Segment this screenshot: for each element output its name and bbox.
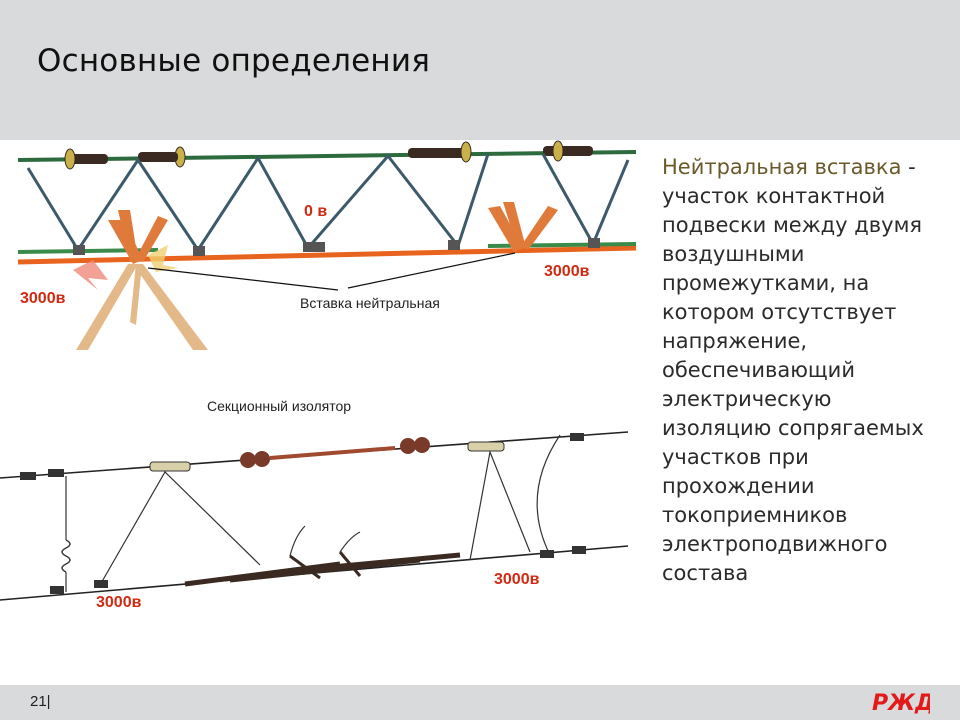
label-bottom-left-voltage: 3000в [96, 594, 142, 611]
definition-body: - участок контактной подвески между двум… [662, 155, 924, 585]
droppers [26, 153, 490, 253]
label-zero-volt: 0 в [304, 203, 327, 220]
slide-title: Основные определения [37, 43, 431, 79]
pantograph-left [73, 210, 208, 350]
neutral-insert-diagram: 0 в 3000в 3000в Вставка нейтральная [18, 140, 637, 350]
insulator-runners [184, 525, 461, 587]
pantograph-right [488, 202, 558, 252]
page-number: 21| [30, 693, 51, 710]
caption-section-insulator: Секционный изолятор [207, 398, 351, 414]
upper-insulators [20, 433, 584, 480]
contact-wire [18, 245, 637, 265]
slide-header: Основные определения [0, 0, 960, 140]
label-bottom-right-voltage: 3000в [494, 571, 540, 588]
definition-text: Нейтральная вставка - участок контактной… [662, 153, 947, 588]
rzd-logo-icon: РЖД [872, 691, 930, 716]
svg-text:РЖД: РЖД [872, 691, 930, 716]
label-left-voltage: 3000в [20, 290, 66, 307]
messenger-wire [18, 150, 637, 162]
messenger-insulators [64, 140, 593, 170]
definition-term: Нейтральная вставка [662, 155, 902, 179]
slide-footer: 21| РЖД [0, 685, 960, 720]
caption-neutral-insert: Вставка нейтральная [300, 295, 440, 311]
section-insulator-diagram: Секционный изолятор 3000в 3000в [0, 398, 629, 611]
label-right-voltage: 3000в [544, 263, 590, 280]
